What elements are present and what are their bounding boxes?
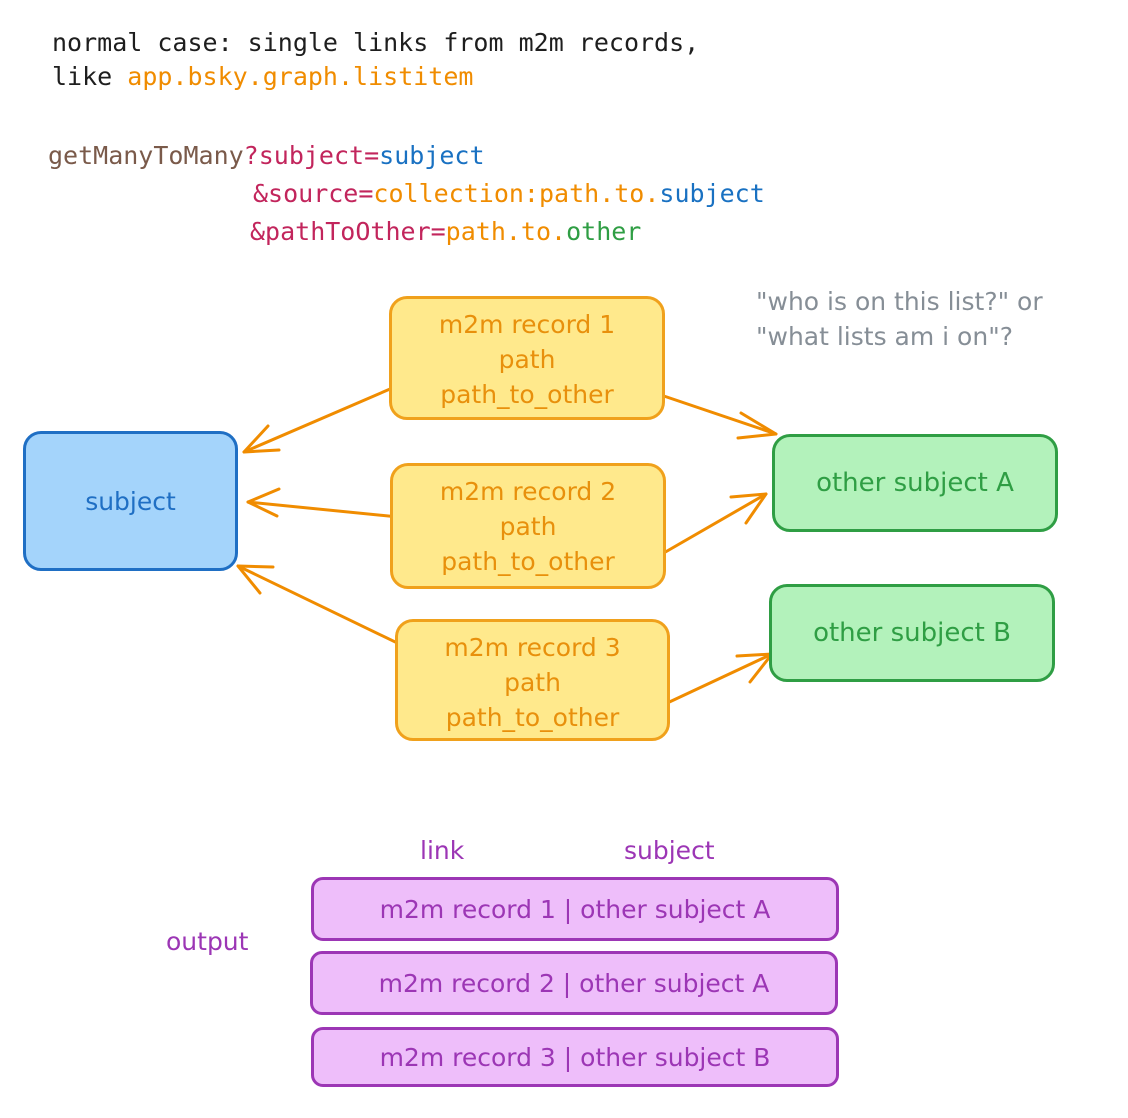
output-row-1-text: m2m record 1 | other subject A bbox=[379, 894, 771, 924]
arrowhead-record1-other-a bbox=[736, 411, 778, 440]
output-row-3-text: m2m record 3 | other subject B bbox=[379, 1042, 771, 1072]
other-subject-b-label: other subject B bbox=[813, 618, 1011, 648]
record-2-title: m2m record 2 bbox=[439, 477, 617, 506]
query-path-value: path.to. bbox=[445, 217, 567, 246]
other-subject-a-label: other subject A bbox=[816, 468, 1014, 498]
other-subject-a-box: other subject A bbox=[772, 434, 1058, 532]
record-3-path: path bbox=[504, 668, 561, 697]
query-path-param: &pathToOther= bbox=[250, 217, 446, 246]
subject-box-label: subject bbox=[85, 486, 176, 516]
record-2-path-to-other: path_to_other bbox=[441, 547, 615, 576]
arrowhead-record2-other-a bbox=[729, 492, 768, 525]
m2m-record-2-box: m2m record 2 path path_to_other bbox=[390, 463, 666, 589]
note-line-2: "what lists am i on"? bbox=[756, 322, 1013, 351]
query-source-subject: subject bbox=[659, 179, 765, 208]
note-line-1: "who is on this list?" or bbox=[756, 287, 1043, 316]
record-1-title: m2m record 1 bbox=[438, 310, 616, 339]
output-row-1: m2m record 1 | other subject A bbox=[311, 877, 839, 941]
header-like-text: like bbox=[52, 62, 128, 91]
record-3-path-to-other: path_to_other bbox=[445, 703, 620, 732]
header-line-2: like app.bsky.graph.listitem bbox=[52, 64, 473, 89]
header-collection: app.bsky.graph.listitem bbox=[127, 62, 474, 91]
query-line-1: getManyToMany?subject=subject bbox=[48, 143, 485, 168]
output-row-2: m2m record 2 | other subject A bbox=[310, 951, 838, 1015]
subject-box: subject bbox=[23, 431, 238, 571]
record-3-title: m2m record 3 bbox=[444, 633, 621, 662]
output-row-2-text: m2m record 2 | other subject A bbox=[378, 968, 770, 998]
output-column-subject: subject bbox=[624, 836, 715, 865]
arrow-record1-to-other-a bbox=[650, 390, 778, 436]
m2m-record-3-box: m2m record 3 path path_to_other bbox=[395, 619, 670, 741]
arrowhead-record2-subject bbox=[246, 487, 281, 518]
record-1-path-to-other: path_to_other bbox=[440, 380, 614, 409]
record-1-path: path bbox=[498, 345, 556, 374]
query-subject-value: subject bbox=[379, 141, 485, 170]
output-column-link: link bbox=[420, 836, 465, 865]
arrowhead-record1-subject bbox=[242, 424, 281, 454]
note-text: "who is on this list?" or "what lists am… bbox=[756, 284, 1043, 354]
query-line-2: &source=collection:path.to.subject bbox=[253, 181, 765, 206]
output-row-3: m2m record 3 | other subject B bbox=[311, 1027, 839, 1087]
m2m-record-1-box: m2m record 1 path path_to_other bbox=[389, 296, 665, 420]
header-line-1: normal case: single links from m2m recor… bbox=[52, 28, 700, 57]
query-source-param: &source= bbox=[253, 179, 374, 208]
other-subject-b-box: other subject B bbox=[769, 584, 1055, 682]
record-2-path: path bbox=[499, 512, 557, 541]
output-label: output bbox=[166, 927, 249, 956]
query-path-other: other bbox=[566, 217, 642, 246]
query-subject-param: ?subject= bbox=[243, 141, 380, 170]
arrow-record2-to-other-a bbox=[653, 492, 768, 560]
arrowhead-record3-subject bbox=[236, 564, 275, 595]
query-line-3: &pathToOther=path.to.other bbox=[250, 219, 641, 244]
query-function: getManyToMany bbox=[48, 141, 244, 170]
query-source-value: collection:path.to. bbox=[373, 179, 660, 208]
